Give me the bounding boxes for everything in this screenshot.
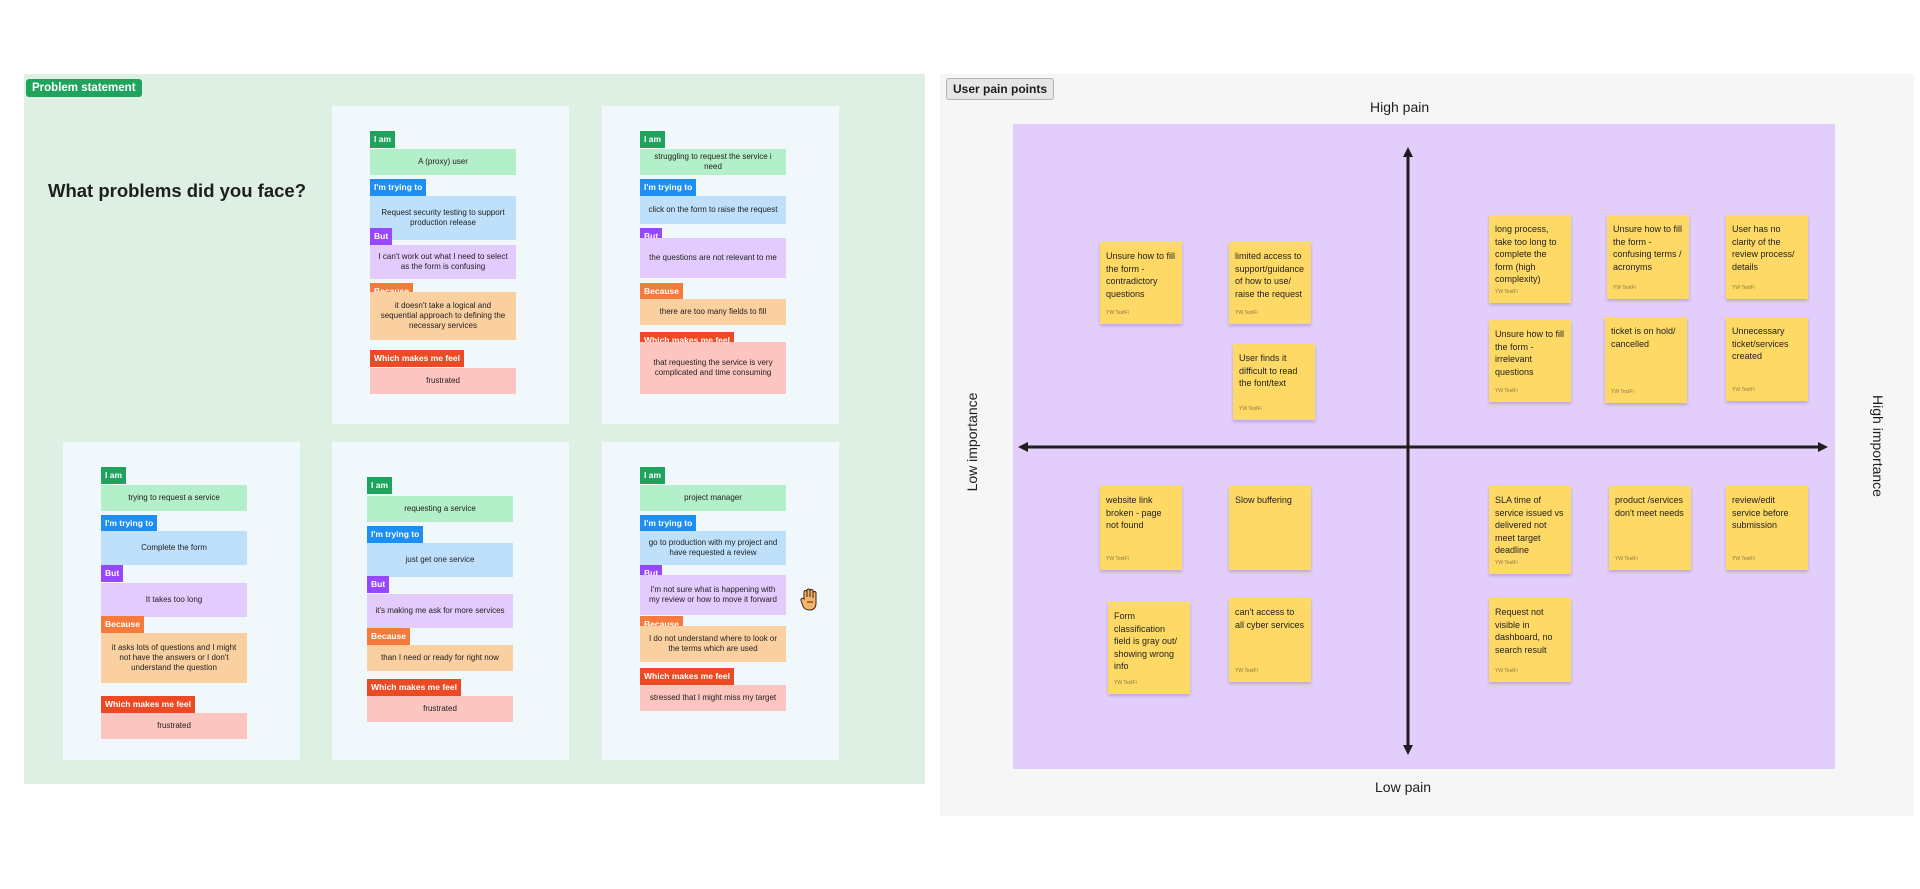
sticky-note[interactable]: long process, take too long to complete … bbox=[1489, 215, 1571, 303]
matrix-axes bbox=[1018, 147, 1828, 755]
trying-text[interactable]: Request security testing to support prod… bbox=[370, 196, 516, 240]
i-am-text[interactable]: requesting a service bbox=[367, 496, 513, 522]
problem-card-4[interactable]: I am requesting a service I'm trying to … bbox=[332, 442, 569, 760]
i-am-label: I am bbox=[367, 477, 393, 494]
sticky-note[interactable]: limited access to support/guidance of ho… bbox=[1229, 242, 1311, 324]
trying-label: I'm trying to bbox=[640, 515, 697, 532]
but-text[interactable]: I can't work out what I need to select a… bbox=[370, 245, 516, 279]
sticky-note[interactable]: Form classification field is gray out/ s… bbox=[1108, 602, 1190, 694]
feel-text[interactable]: frustrated bbox=[370, 368, 516, 394]
because-label: Because bbox=[101, 616, 144, 633]
but-text[interactable]: it's making me ask for more services bbox=[367, 594, 513, 628]
because-text[interactable]: it doesn't take a logical and sequential… bbox=[370, 292, 516, 340]
pain-points-section: User pain points High pain Low pain Low … bbox=[940, 74, 1914, 816]
feel-label: Which makes me feel bbox=[370, 350, 464, 367]
trying-label: I'm trying to bbox=[370, 179, 427, 196]
because-text[interactable]: there are too many fields to fill bbox=[640, 299, 786, 325]
but-text[interactable]: the questions are not relevant to me bbox=[640, 238, 786, 278]
low-importance-label: Low importance bbox=[964, 392, 980, 492]
but-label: But bbox=[367, 576, 390, 593]
because-label: Because bbox=[640, 283, 683, 300]
feel-label: Which makes me feel bbox=[101, 696, 195, 713]
trying-text[interactable]: just get one service bbox=[367, 543, 513, 577]
main-question: What problems did you face? bbox=[48, 180, 306, 201]
but-text[interactable]: It takes too long bbox=[101, 583, 247, 617]
i-am-text[interactable]: project manager bbox=[640, 485, 786, 511]
i-am-label: I am bbox=[640, 467, 666, 484]
trying-label: I'm trying to bbox=[101, 515, 158, 532]
sticky-note[interactable]: Unsure how to fill the form - contradict… bbox=[1100, 242, 1182, 324]
i-am-text[interactable]: trying to request a service bbox=[101, 485, 247, 511]
trying-label: I'm trying to bbox=[367, 526, 424, 543]
because-text[interactable]: than I need or ready for right now bbox=[367, 645, 513, 671]
i-am-text[interactable]: struggling to request the service i need bbox=[640, 149, 786, 175]
sticky-note[interactable]: Unsure how to fill the form - irrelevant… bbox=[1489, 320, 1571, 402]
trying-text[interactable]: click on the form to raise the request bbox=[640, 196, 786, 224]
sticky-note[interactable]: SLA time of service issued vs delivered … bbox=[1489, 486, 1571, 574]
trying-text[interactable]: Complete the form bbox=[101, 531, 247, 565]
low-pain-label: Low pain bbox=[1375, 779, 1432, 795]
feel-text[interactable]: frustrated bbox=[101, 713, 247, 739]
sticky-note[interactable]: Slow buffering bbox=[1229, 486, 1311, 570]
problem-card-5[interactable]: I am project manager I'm trying to go to… bbox=[602, 442, 839, 760]
trying-text[interactable]: go to production with my project and hav… bbox=[640, 531, 786, 565]
feel-text[interactable]: that requesting the service is very comp… bbox=[640, 342, 786, 394]
sticky-note[interactable]: Unsure how to fill the form - confusing … bbox=[1607, 215, 1689, 299]
but-text[interactable]: I'm not sure what is happening with my r… bbox=[640, 575, 786, 615]
i-am-text[interactable]: A (proxy) user bbox=[370, 149, 516, 175]
priority-matrix: Unsure how to fill the form - contradict… bbox=[1013, 124, 1835, 769]
pain-points-tag[interactable]: User pain points bbox=[946, 78, 1055, 100]
problem-card-3[interactable]: I am trying to request a service I'm try… bbox=[63, 442, 300, 760]
because-label: Because bbox=[367, 628, 410, 645]
trying-label: I'm trying to bbox=[640, 179, 697, 196]
but-label: But bbox=[101, 565, 124, 582]
feel-text[interactable]: stressed that I might miss my target bbox=[640, 685, 786, 711]
high-pain-label: High pain bbox=[1370, 99, 1430, 115]
but-label: But bbox=[370, 228, 393, 245]
high-importance-label: High importance bbox=[1870, 395, 1886, 497]
because-text[interactable]: it asks lots of questions and I might no… bbox=[101, 633, 247, 683]
i-am-label: I am bbox=[640, 131, 666, 148]
feel-label: Which makes me feel bbox=[640, 668, 734, 685]
sticky-note[interactable]: Request not visible in dashboard, no sea… bbox=[1489, 598, 1571, 682]
problem-card-1[interactable]: I am A (proxy) user I'm trying to Reques… bbox=[332, 106, 569, 424]
problem-statement-section: Problem statement What problems did you … bbox=[24, 74, 925, 784]
feel-label: Which makes me feel bbox=[367, 679, 461, 696]
sticky-note[interactable]: User finds it difficult to read the font… bbox=[1233, 344, 1315, 420]
sticky-note[interactable]: User has no clarity of the review proces… bbox=[1726, 215, 1808, 299]
because-text[interactable]: I do not understand where to look or the… bbox=[640, 626, 786, 662]
raised-hand-icon bbox=[800, 588, 817, 611]
i-am-label: I am bbox=[101, 467, 127, 484]
i-am-label: I am bbox=[370, 131, 396, 148]
problem-card-2[interactable]: I am struggling to request the service i… bbox=[602, 106, 839, 424]
feel-text[interactable]: frustrated bbox=[367, 696, 513, 722]
problem-statement-tag[interactable]: Problem statement bbox=[26, 79, 142, 97]
